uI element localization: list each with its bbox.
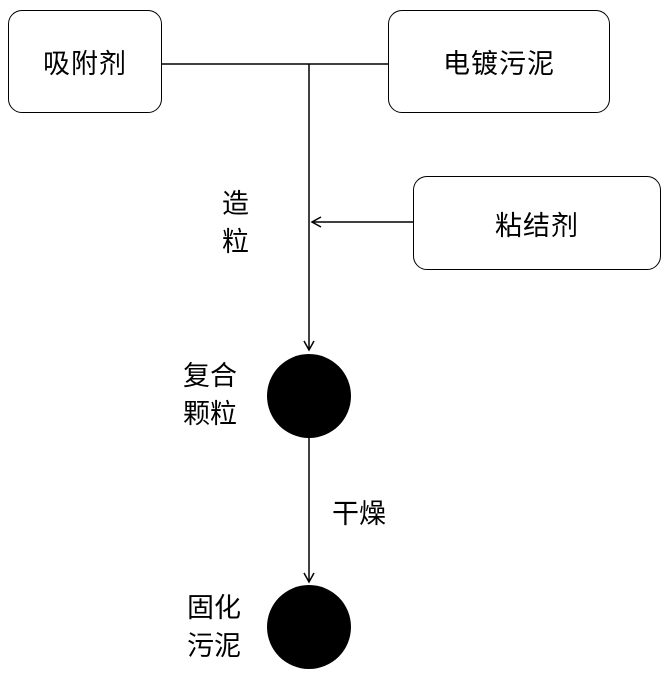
binder-box: 粘结剂 — [413, 176, 661, 270]
adsorbent-box: 吸附剂 — [8, 10, 162, 113]
binder-label: 粘结剂 — [495, 210, 579, 242]
solidified-sludge-line-2: 污泥 — [187, 631, 241, 662]
composite-granule-node — [267, 354, 351, 438]
adsorbent-label: 吸附剂 — [43, 49, 127, 80]
electroplating-sludge-box: 电镀污泥 — [388, 10, 610, 113]
solidified-sludge-label: 固化 污泥 — [187, 590, 241, 666]
composite-granule-line-2: 颗粒 — [183, 399, 237, 430]
solidified-sludge-node — [267, 585, 351, 669]
solidified-sludge-line-1: 固化 — [187, 593, 241, 624]
electroplating-sludge-label: 电镀污泥 — [443, 49, 555, 80]
granulation-step-label: 造 粒 — [222, 186, 249, 262]
drying-step-label: 干燥 — [332, 499, 386, 530]
granulation-char-2: 粒 — [222, 227, 249, 258]
granulation-char-1: 造 — [222, 189, 249, 220]
composite-granule-label: 复合 颗粒 — [183, 358, 237, 434]
composite-granule-line-1: 复合 — [183, 361, 237, 392]
